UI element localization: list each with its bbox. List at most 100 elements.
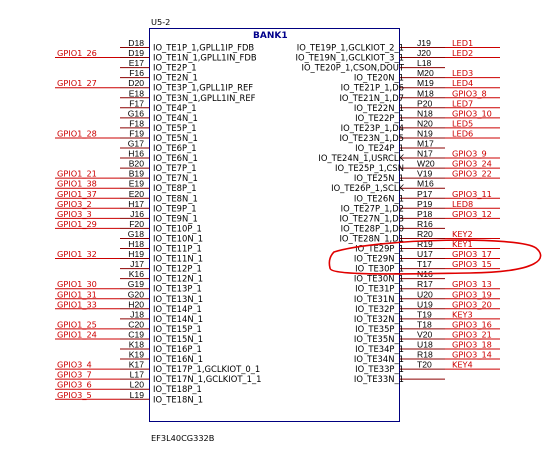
pin-number: C20	[128, 319, 144, 329]
pin-number: M17	[417, 139, 434, 149]
pin-name: IO_TE23N_1,D5	[339, 133, 404, 143]
pin-name: IO_TE14N_1	[153, 314, 203, 324]
pin-number: C19	[128, 329, 144, 339]
net-label: GPIO1_32	[57, 249, 97, 259]
pin-name: IO_TE14P_1	[153, 304, 202, 314]
net-label: GPIO3_7	[57, 370, 92, 380]
pin-name: IO_TE24P_1	[355, 143, 404, 153]
pin-name: IO_TE20P_1,CSON,DOUT	[301, 63, 404, 73]
pin-number: J19	[417, 38, 431, 48]
pin-name: IO_TE32N_1	[354, 314, 404, 324]
pin-name: IO_TE16P_1	[153, 344, 202, 354]
pin-number: L20	[130, 380, 145, 390]
pin-name: IO_TE34N_1	[354, 354, 404, 364]
pin-name: IO_TE4N_1	[153, 113, 198, 123]
net-label: GPIO1_29	[57, 219, 97, 229]
net-label: GPIO3_13	[452, 279, 492, 289]
net-label: GPIO1_38	[57, 179, 97, 189]
pin-number: U20	[417, 289, 433, 299]
pin-name: IO_TE29P_1	[355, 244, 404, 254]
net-label: GPIO3_5	[57, 390, 92, 400]
pin-name: IO_TE15N_1	[153, 334, 203, 344]
component-ref: U5-2	[151, 17, 170, 27]
pin-number: B20	[129, 159, 145, 169]
pin-name: IO_TE32P_1	[355, 304, 404, 314]
pin-number: K16	[129, 269, 145, 279]
pin-number: G18	[128, 229, 144, 239]
pin-number: D19	[128, 48, 144, 58]
pin-name: IO_TE5N_1	[153, 133, 198, 143]
pin-name: IO_TE16N_1	[153, 354, 203, 364]
pin-number: T20	[417, 360, 432, 370]
pin-name: IO_TE9P_1	[153, 203, 197, 213]
net-label: GPIO1_28	[57, 128, 97, 138]
net-label: GPIO3_6	[57, 380, 92, 390]
pin-number: T17	[417, 259, 432, 269]
pin-name: IO_TE34P_1	[355, 344, 404, 354]
pin-name: IO_TE11N_1	[153, 254, 203, 264]
pin-number: U17	[417, 249, 433, 259]
pin-name: IO_TE1P_1,GPLL1IP_FDB	[153, 43, 254, 53]
pin-number: F18	[129, 118, 144, 128]
pin-number: F16	[129, 68, 144, 78]
pin-number: V19	[417, 169, 433, 179]
pin-name: IO_TE6N_1	[153, 153, 198, 163]
pin-name: IO_TE1N_1,GPLL1IN_FDB	[153, 53, 257, 63]
pin-number: J20	[417, 48, 431, 58]
pin-name: IO_TE22P_1	[355, 113, 404, 123]
net-label: GPIO1_24	[57, 329, 97, 339]
pin-number: N18	[417, 108, 433, 118]
pin-number: G16	[128, 108, 144, 118]
pin-name: IO_TE33N_1	[354, 374, 404, 384]
pin-name: IO_TE3N_1,GPLL1IN_REF	[153, 93, 256, 103]
pin-name: IO_TE31P_1	[355, 284, 404, 294]
net-label: GPIO3_12	[452, 209, 492, 219]
pin-number: T19	[417, 309, 432, 319]
pin-name: IO_TE25N_1	[354, 173, 404, 183]
pin-name: IO_TE24N_1,USRCLK	[318, 153, 404, 163]
pin-name: IO_TE28P_1,D0	[341, 223, 404, 233]
pin-number: E18	[129, 88, 145, 98]
pin-number: E19	[129, 179, 145, 189]
pin-name: IO_TE29N_1	[354, 254, 404, 264]
pin-name: IO_TE26N_1	[354, 193, 404, 203]
pin-name: IO_TE9N_1	[153, 213, 198, 223]
pin-name: IO_TE18P_1	[153, 384, 202, 394]
net-label: GPIO3_19	[452, 289, 492, 299]
net-label: GPIO3_3	[57, 209, 92, 219]
pin-number: H19	[128, 249, 144, 259]
pin-name: IO_TE15P_1	[153, 324, 202, 334]
net-label: LED7	[452, 98, 473, 108]
net-label: GPIO3_24	[452, 159, 492, 169]
pin-number: W20	[417, 159, 435, 169]
net-label: LED3	[452, 68, 473, 78]
pin-name: IO_TE6P_1	[153, 143, 197, 153]
net-label: KEY1	[452, 239, 473, 249]
net-label: LED5	[452, 118, 473, 128]
net-label: GPIO1_30	[57, 279, 97, 289]
part-number: EF3L40CG332B	[151, 433, 215, 443]
pin-number: U18	[417, 340, 433, 350]
pin-number: U19	[417, 299, 433, 309]
net-label: GPIO3_17	[452, 249, 492, 259]
net-label: GPIO3_2	[57, 199, 92, 209]
pin-number: E17	[129, 58, 145, 68]
pin-number: H16	[128, 149, 144, 159]
net-label: GPIO3_15	[452, 259, 492, 269]
bank-outline	[149, 28, 400, 422]
pin-name: IO_TE7P_1	[153, 163, 197, 173]
pin-name: IO_TE8N_1	[153, 193, 198, 203]
net-label: GPIO3_20	[452, 299, 492, 309]
net-label: GPIO3_8	[452, 88, 487, 98]
pin-number: K18	[129, 340, 145, 350]
pin-number: G17	[128, 139, 144, 149]
pin-number: G19	[128, 279, 144, 289]
pin-number: G20	[128, 289, 144, 299]
net-label: GPIO3_18	[452, 340, 492, 350]
pin-name: IO_TE2N_1	[153, 73, 198, 83]
pin-name: IO_TE18N_1	[153, 394, 203, 404]
bank-title: BANK1	[253, 31, 288, 41]
pin-number: F20	[129, 219, 144, 229]
net-label: GPIO3_11	[452, 189, 492, 199]
pin-name: IO_TE10N_1	[153, 233, 203, 243]
